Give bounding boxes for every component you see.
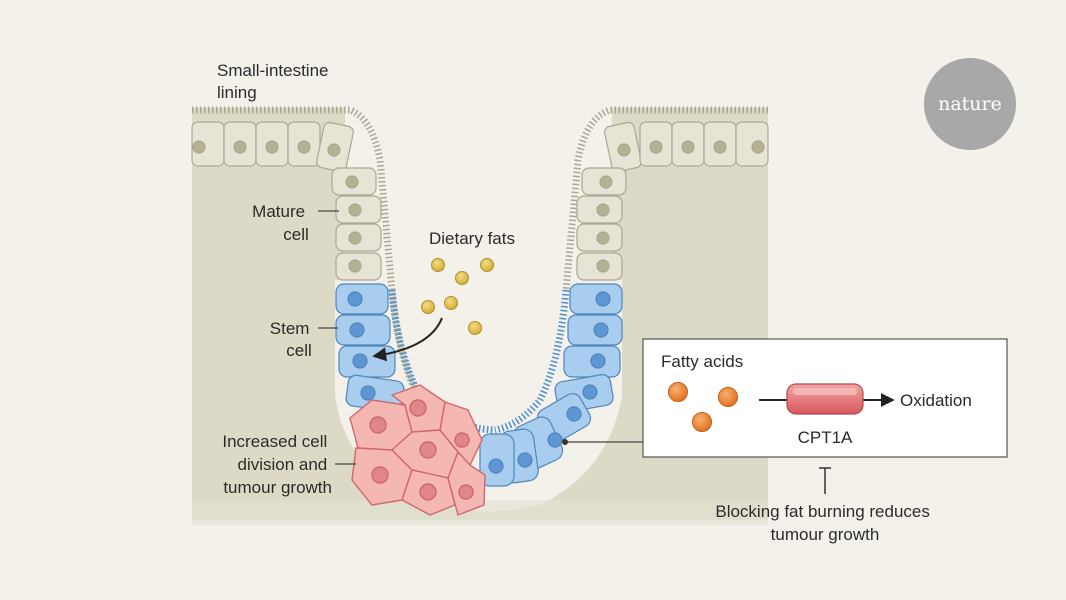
leader-lines — [318, 210, 643, 465]
svg-text:nature: nature — [938, 93, 1002, 115]
dietary-fat-droplets — [421, 258, 494, 335]
nature-logo: nature — [924, 58, 1016, 150]
label-fatty-acids: Fatty acids — [661, 352, 743, 371]
right-brush-border — [562, 106, 768, 291]
left-surface-cells — [191, 121, 354, 173]
right-surface-cells — [604, 121, 769, 173]
label-mature-cell: Mature cell — [252, 202, 310, 244]
left-mature-column — [331, 167, 382, 281]
label-tumour: Increased cell division and tumour growt… — [222, 432, 332, 497]
right-mature-column — [576, 167, 627, 281]
label-dietary-fats: Dietary fats — [429, 229, 515, 248]
label-lining: Small-intestine lining — [217, 61, 333, 102]
pointer-dot — [562, 439, 568, 445]
label-blocking: Blocking fat burning reduces tumour grow… — [715, 502, 934, 544]
tumour-cluster — [349, 384, 486, 516]
label-cpt1a: CPT1A — [798, 428, 853, 447]
inhibition-symbol — [819, 467, 831, 494]
right-stem-column — [479, 283, 623, 487]
fatty-acid-inset: Fatty acids Oxidation CPT1A — [642, 338, 1008, 458]
fatty-acid-molecules — [668, 382, 738, 432]
label-stem-cell: Stem cell — [270, 319, 314, 360]
fat-uptake-arrow — [372, 317, 443, 362]
label-oxidation: Oxidation — [900, 391, 972, 410]
